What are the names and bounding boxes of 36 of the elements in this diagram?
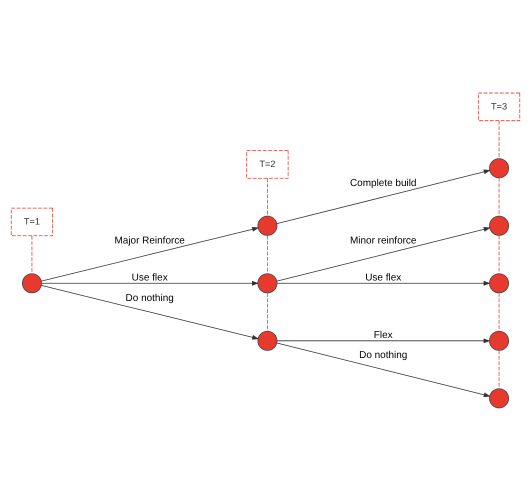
connector — [498, 292, 500, 332]
edge-label: Complete build — [350, 178, 416, 189]
connector — [267, 177, 268, 216]
node-circle — [257, 215, 278, 236]
arrow — [40, 284, 260, 340]
node-circle — [22, 272, 42, 293]
edge-label: Minor reinforce — [350, 235, 416, 246]
connector — [498, 120, 500, 158]
node-circle — [489, 158, 510, 178]
node-circle — [489, 388, 510, 408]
connector — [267, 292, 268, 332]
node-circle — [257, 330, 278, 350]
node-box: T=3 — [478, 92, 520, 121]
node-circle — [257, 272, 278, 293]
edge-label: Do nothing — [359, 350, 408, 360]
arrow — [276, 226, 491, 281]
edge-label: Do nothing — [126, 292, 174, 304]
arrow — [41, 280, 259, 286]
connector — [498, 234, 500, 274]
edge-label: Use flex — [365, 272, 402, 284]
connector — [498, 350, 500, 389]
node-circle — [489, 330, 510, 350]
connector — [498, 177, 500, 216]
edge-label: Major Reinforce — [114, 235, 185, 246]
arrow — [276, 342, 491, 397]
arrow — [40, 226, 260, 282]
node-box: T=2 — [246, 150, 288, 178]
edge-label: Flex — [374, 330, 393, 341]
node-circle — [489, 272, 510, 293]
node-circle — [489, 215, 510, 236]
connector — [267, 234, 268, 274]
arrow — [276, 280, 490, 286]
edge-label: Use flex — [132, 272, 168, 284]
arrow — [276, 338, 490, 343]
arrow — [276, 168, 491, 224]
node-box: T=1 — [10, 207, 54, 236]
